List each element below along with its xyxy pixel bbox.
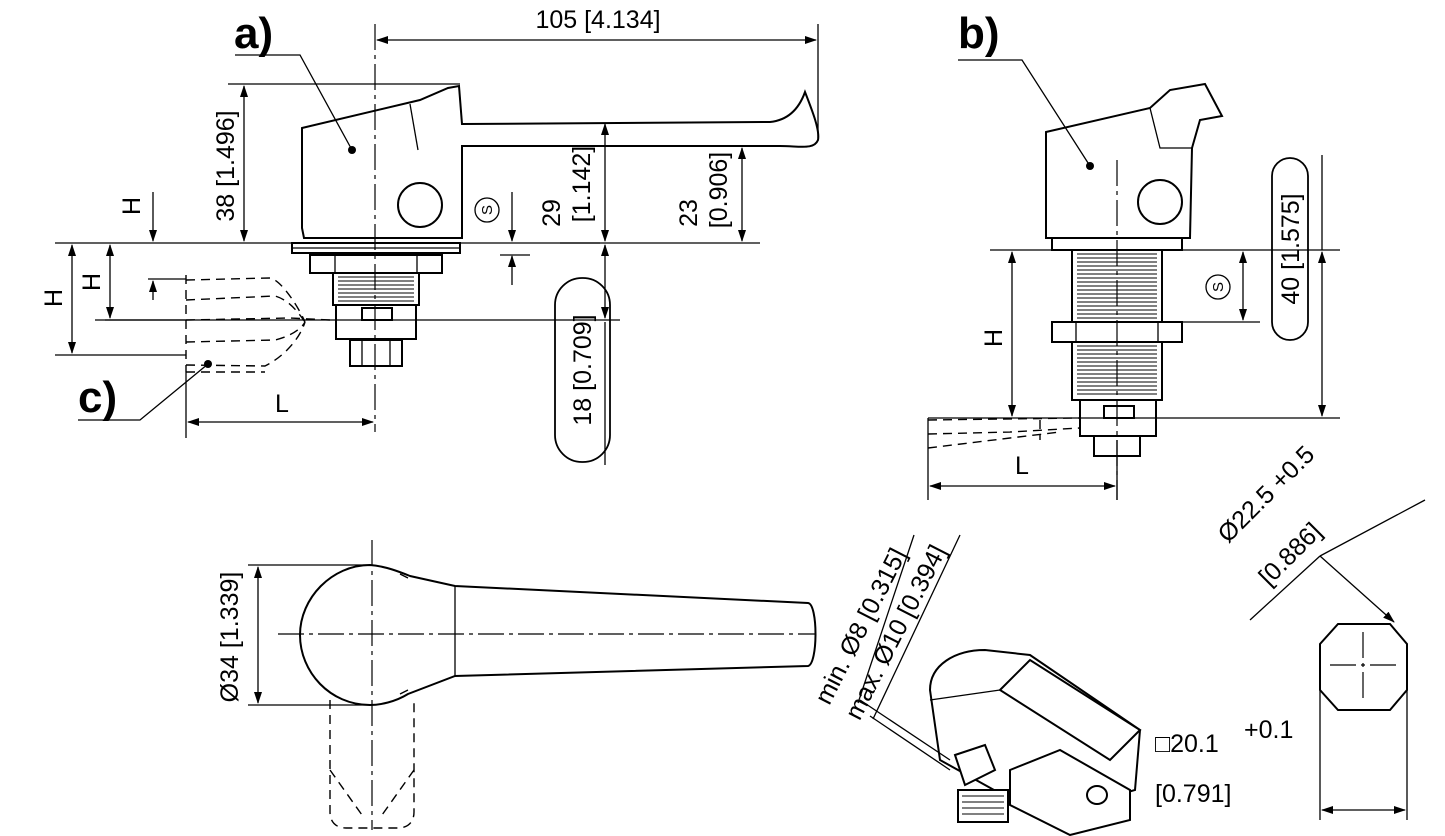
dim-38: 38 [1.496]	[212, 110, 240, 221]
symbol-h-1: H	[118, 197, 146, 215]
lever-top-view	[298, 563, 817, 707]
lock-knob-a	[397, 182, 443, 228]
dim-40: 40 [1.575]	[1277, 193, 1305, 304]
nut-a	[309, 254, 443, 274]
label-a: a)	[234, 9, 273, 58]
symbol-h-2: H	[78, 273, 106, 291]
lock-knob-b	[1137, 179, 1183, 225]
view-b-side	[927, 59, 1340, 500]
dim-diameter-34: Ø34 [1.339]	[216, 572, 244, 703]
dim-105: 105 [4.134]	[535, 6, 660, 34]
bottom-nut-a	[349, 339, 403, 367]
panel-cutout	[1249, 499, 1426, 820]
dim-23-in: [0.906]	[705, 152, 733, 228]
dim-cutout-flat-in: [0.791]	[1155, 780, 1231, 808]
dim-23: 23	[675, 199, 703, 227]
symbol-h-b: H	[980, 329, 1008, 347]
cam-positions-c	[185, 275, 331, 373]
dim-cutout-flat-tol: +0.1	[1244, 716, 1293, 744]
symbol-l-a: L	[275, 390, 289, 418]
dim-cutout-flat: □20.1	[1155, 730, 1219, 758]
view-isometric	[857, 534, 1142, 836]
dim-18: 18 [0.709]	[569, 314, 597, 425]
view-a-side	[55, 24, 820, 465]
symbol-l-b: L	[1015, 452, 1029, 480]
symbol-s-b: S	[1210, 282, 1227, 292]
callout-labels: a) b) c)	[78, 9, 1000, 422]
label-b: b)	[958, 9, 1000, 58]
symbol-h-3: H	[40, 289, 68, 307]
dim-29-in: [1.142]	[568, 146, 596, 222]
label-c: c)	[78, 373, 117, 422]
lever-handle-b	[1045, 82, 1224, 239]
dim-cutout-dia-in: [0.886]	[1253, 517, 1327, 591]
view-top	[248, 540, 817, 830]
symbol-s-a: S	[479, 205, 496, 215]
dim-29: 29	[538, 199, 566, 227]
symbol-texts: H H H H L L S S	[40, 197, 1227, 480]
